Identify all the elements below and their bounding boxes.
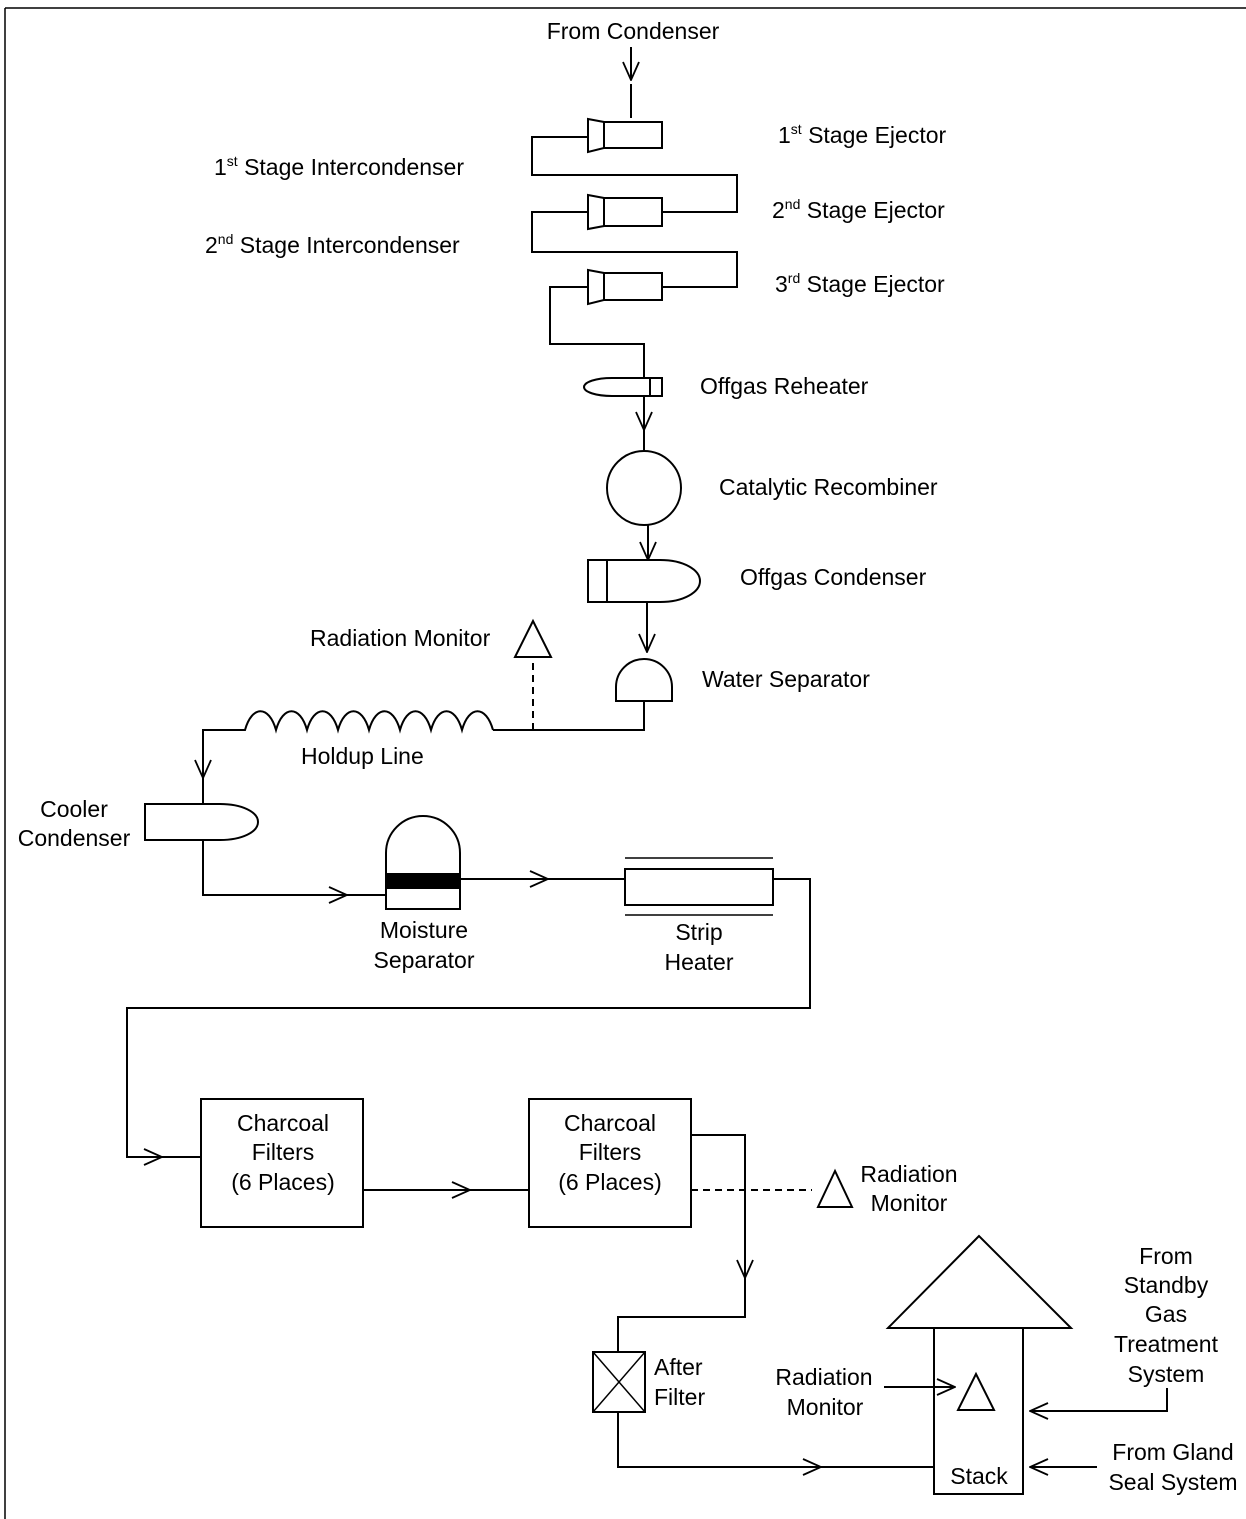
offgas-reheater-label: Offgas Reheater	[700, 373, 869, 399]
after-filter	[592, 1351, 646, 1413]
charcoal2-to-afterfilter-line	[617, 1278, 746, 1352]
stage1-intercondenser-loop	[531, 136, 738, 213]
radiation-monitor-1-label: Radiation Monitor	[310, 625, 491, 651]
sgts-to-stack-arrow	[1030, 1388, 1168, 1411]
charcoal-filters-1-line3: (6 Places)	[231, 1169, 335, 1195]
strip-heater	[624, 857, 774, 916]
stage1-ejector-label: 1st Stage Ejector	[778, 121, 946, 148]
charcoal-filters-2-line2: Filters	[579, 1139, 642, 1165]
separator-to-holdup-line	[493, 701, 645, 731]
offgas-condenser-label: Offgas Condenser	[740, 564, 927, 590]
from-gland-seal-line1: From Gland	[1112, 1439, 1233, 1465]
radiation-monitor-2-line1: Radiation	[860, 1161, 957, 1187]
moisture-separator-label-line1: Moisture	[380, 917, 468, 943]
radiation-monitor-3	[956, 1371, 996, 1411]
strip-heater-label-line1: Strip	[675, 919, 722, 945]
radiation-monitor-2-line2: Monitor	[871, 1190, 948, 1216]
charcoal2-to-afterfilter-arrow	[691, 1134, 745, 1278]
moisture-separator	[385, 815, 461, 910]
charcoal-filters-2-line3: (6 Places)	[558, 1169, 662, 1195]
radiation-monitor-1	[513, 618, 553, 658]
stage2-ejector	[587, 193, 663, 231]
stage2-intercondenser-label: 2nd Stage Intercondenser	[205, 231, 460, 258]
stack-label: Stack	[950, 1463, 1008, 1489]
afterfilter-to-stack-arrow	[617, 1412, 821, 1467]
radiation-monitor-2	[816, 1168, 854, 1208]
stage1-ejector	[587, 117, 663, 154]
from-sgts-line5: System	[1128, 1361, 1205, 1387]
water-separator	[615, 658, 673, 702]
after-filter-line1: After	[654, 1354, 703, 1380]
stage2-intercondenser-loop	[531, 211, 738, 288]
from-sgts-line1: From	[1139, 1243, 1193, 1269]
stack	[885, 1234, 1074, 1495]
from-gland-seal-line2: Seal System	[1108, 1469, 1237, 1495]
stage1-intercondenser-label: 1st Stage Intercondenser	[214, 153, 464, 180]
moisture-separator-label-line2: Separator	[373, 947, 474, 973]
from-sgts-line4: Treatment	[1114, 1331, 1219, 1357]
from-sgts-line3: Gas	[1145, 1301, 1187, 1327]
cooler-condenser-label-line2: Condenser	[18, 825, 131, 851]
charcoal-filters-1	[200, 1098, 364, 1228]
strip-heater-label-line2: Heater	[664, 949, 733, 975]
holdup-line	[203, 710, 494, 778]
catalytic-recombiner-label: Catalytic Recombiner	[719, 474, 938, 500]
holdup-line-label: Holdup Line	[301, 743, 424, 769]
from-condenser-label: From Condenser	[547, 18, 720, 44]
cooler-condenser	[144, 803, 260, 841]
catalytic-recombiner	[606, 450, 682, 526]
stage3-ejector-label: 3rd Stage Ejector	[775, 270, 945, 297]
charcoal-filters-1-line2: Filters	[252, 1139, 315, 1165]
charcoal-filters-2-line1: Charcoal	[564, 1110, 656, 1136]
ejector-to-reheater-line	[549, 286, 645, 378]
offgas-condenser	[587, 559, 702, 603]
stage2-ejector-label: 2nd Stage Ejector	[772, 196, 945, 223]
water-separator-label: Water Separator	[702, 666, 870, 692]
from-sgts-line2: Standby	[1124, 1272, 1209, 1298]
stage3-ejector	[587, 268, 663, 306]
charcoal-filters-1-line1: Charcoal	[237, 1110, 329, 1136]
offgas-reheater	[582, 377, 663, 397]
after-filter-line2: Filter	[654, 1384, 705, 1410]
heater-to-charcoal-arrow	[126, 878, 811, 1157]
charcoal-filters-2	[528, 1098, 692, 1228]
cooler-condenser-label-line1: Cooler	[40, 796, 108, 822]
radiation-monitor-3-line1: Radiation	[775, 1364, 872, 1390]
radiation-monitor-3-line2: Monitor	[787, 1394, 864, 1420]
cooler-to-moisture-arrow	[202, 840, 347, 895]
